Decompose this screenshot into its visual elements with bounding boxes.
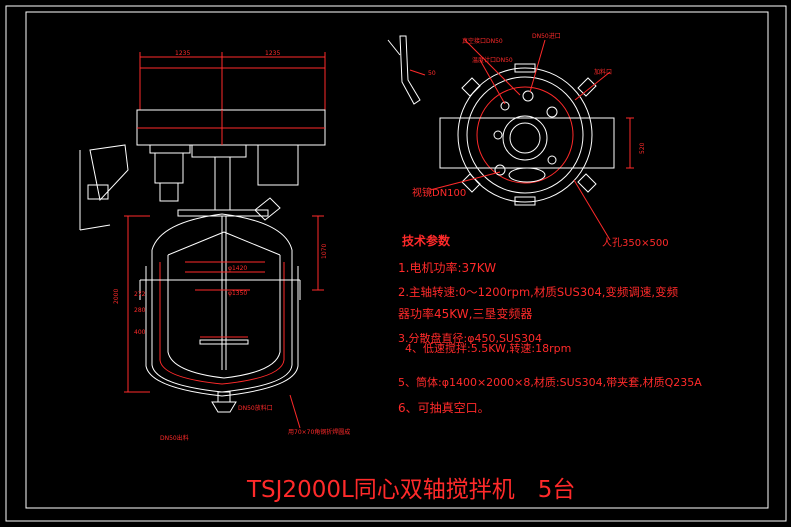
spec-item-1: 1.电机功率:37KW: [398, 260, 496, 275]
sight-glass-label: 视镜DN100: [412, 186, 466, 199]
spec-item-3: 器功率45KW,三垦变频器: [398, 306, 532, 321]
inner-dia-1: φ1420: [228, 265, 247, 272]
left-dim-2: 280: [134, 307, 146, 314]
spec-item-4: 3.分散盘直径:φ450,SUS304: [398, 331, 542, 345]
left-dim-1: 272: [134, 291, 146, 298]
elevation-view: [79, 52, 326, 429]
top-label-2: DN50进口: [532, 32, 561, 40]
drain-small: DN50出料: [160, 434, 189, 442]
side-dim-plan: 520: [639, 142, 646, 154]
spec-item-6: 5、筒体:φ1400×2000×8,材质:SUS304,带夹套,材质Q235A: [398, 375, 702, 389]
right-dim: 1070: [321, 244, 328, 259]
top-label-3: 温度计口DN50: [472, 56, 513, 64]
pipe-dim: 50: [428, 70, 436, 77]
drawing-title: TSJ2000L同心双轴搅拌机 5台: [246, 477, 575, 503]
height-dim: 2000: [113, 289, 120, 304]
left-dim-3: 400: [134, 329, 146, 336]
spec-heading: 技术参数: [402, 233, 451, 248]
top-label-4: 加料口: [594, 68, 612, 76]
spec-item-5: 4、低速搅拌:5.5KW,转速:18rpm: [405, 341, 571, 355]
spec-block: 技术参数 1.电机功率:37KW 2.主轴转速:0～1200rpm,材质SUS3…: [398, 233, 702, 415]
spec-item-2: 2.主轴转速:0～1200rpm,材质SUS304,变频调速,变频: [398, 285, 679, 299]
manhole-label: 人孔350×500: [602, 237, 669, 249]
bottom-note: 用70×70角钢折焊圆成: [288, 428, 350, 436]
drain-label: DN50放料口: [238, 404, 273, 412]
drawing-frame: [5, 5, 787, 522]
dimension-labels: 1235 1235 2000 1070 272 280 400 φ1420 φ1…: [113, 32, 646, 442]
plan-view: [387, 35, 634, 241]
inner-dia-2: φ1350: [228, 290, 247, 297]
top-dim-left: 1235: [175, 50, 190, 57]
top-label-1: 真空接口DN50: [462, 37, 503, 45]
spec-item-7: 6、可抽真空口。: [398, 401, 490, 415]
top-dim-right: 1235: [265, 50, 280, 57]
